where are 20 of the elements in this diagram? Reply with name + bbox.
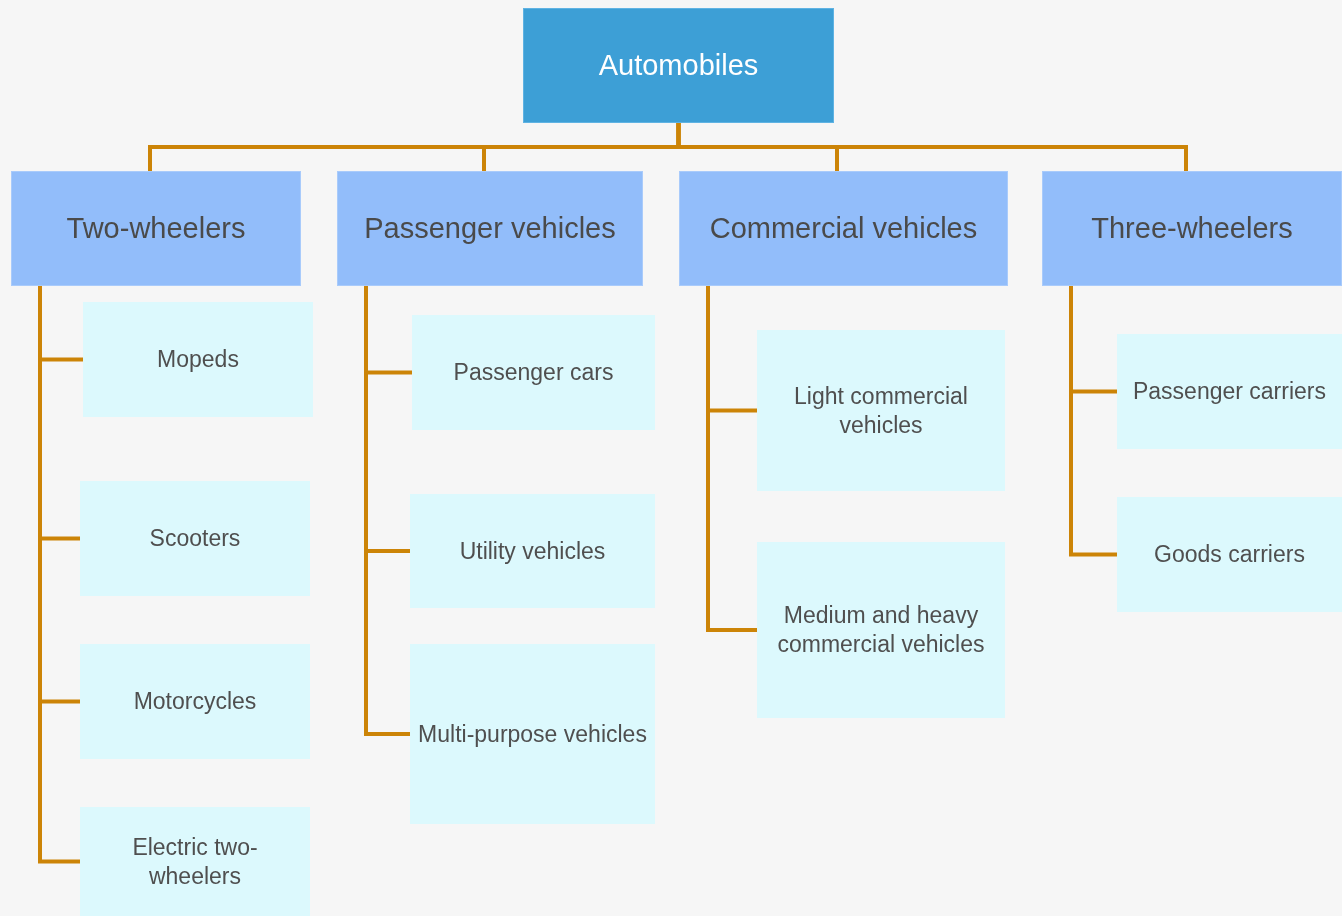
root-box: Automobiles [523,8,834,123]
connector-line [364,286,410,736]
category-box: Commercial vehicles [679,171,1008,286]
category-box: Two-wheelers [11,171,301,286]
subcategory-box: Utility vehicles [410,494,655,608]
category-box: Three-wheelers [1042,171,1342,286]
subcategory-box: Motorcycles [80,644,310,759]
connector-line [706,286,757,632]
subcategory-box: Goods carriers [1117,497,1342,612]
category-box: Passenger vehicles [337,171,643,286]
subcategory-box: Light commercial vehicles [757,330,1005,491]
subcategory-box: Passenger carriers [1117,334,1342,449]
subcategory-box: Multi-purpose vehicles [410,644,655,824]
subcategory-box: Electric two-wheelers [80,807,310,916]
subcategory-box: Scooters [80,481,310,596]
connector-line [1069,286,1117,557]
connector-line [676,123,1188,171]
subcategory-box: Medium and heavy commercial vehicles [757,542,1005,718]
subcategory-box: Passenger cars [412,315,655,430]
subcategory-box: Mopeds [83,302,313,417]
